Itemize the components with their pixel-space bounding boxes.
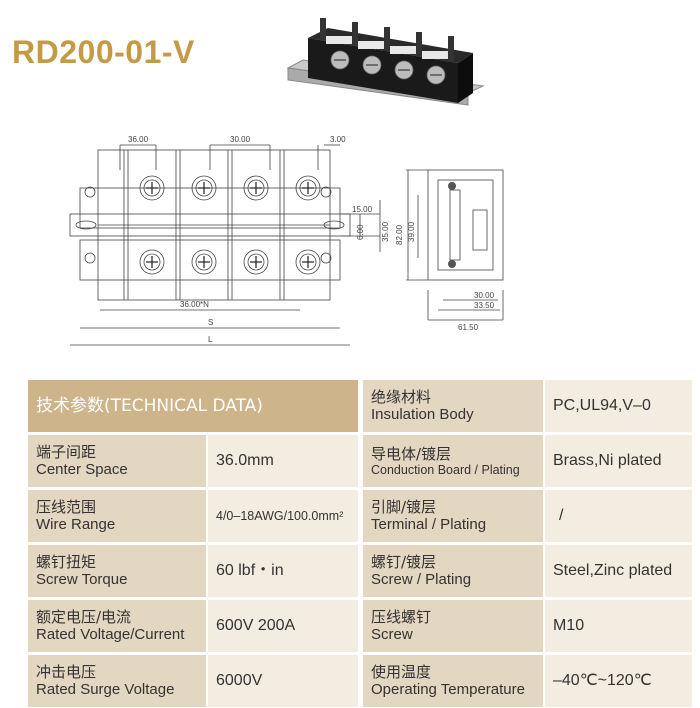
row-screw-value: M10 (545, 600, 692, 652)
value-text: / (559, 507, 564, 525)
dim-6: 6.00 (356, 224, 365, 240)
dim-s: S (208, 318, 213, 327)
front-view-drawing: 36.00 30.00 3.00 15.00 6.00 35.00 36.00*… (69, 135, 390, 346)
label-en: Conduction Board / Plating (371, 462, 520, 477)
label-en: Rated Voltage/Current (36, 626, 185, 643)
dim-36-top: 36.00 (128, 135, 149, 144)
label-cn: 冲击电压 (36, 663, 97, 681)
dim-l: L (208, 335, 213, 344)
label-cn: 压线螺钉 (371, 608, 432, 626)
row-center-space-label: 端子间距 Center Space (28, 435, 206, 487)
label-cn: 端子间距 (36, 443, 97, 461)
row-screw-plating-value: Steel,Zinc plated (545, 545, 692, 597)
label-en: Screw / Plating (371, 571, 472, 588)
value-text: 600V 200A (216, 617, 296, 635)
value-text: –40℃~120℃ (553, 672, 652, 690)
row-screw-torque-label: 螺钉扭矩 Screw Torque (28, 545, 206, 597)
row-surge-voltage-label: 冲击电压 Rated Surge Voltage (28, 655, 206, 707)
side-dim-61: 61.50 (458, 323, 479, 332)
product-title: RD200-01-V (12, 34, 195, 70)
label-en: Rated Surge Voltage (36, 681, 175, 698)
dim-15: 15.00 (352, 205, 373, 214)
label-cn: 使用温度 (371, 663, 432, 681)
value-text: 60 lbf・in (216, 562, 284, 580)
row-conduction-label: 导电体/镀层 Conduction Board / Plating (363, 435, 543, 487)
label-en: Center Space (36, 461, 128, 478)
label-en: Screw Torque (36, 571, 128, 588)
table-header: 技术参数(TECHNICAL DATA) (28, 380, 358, 432)
row-screw-label: 压线螺钉 Screw (363, 600, 543, 652)
row-surge-voltage-value: 6000V (208, 655, 358, 707)
dim-30-top: 30.00 (230, 135, 251, 144)
value-text: 36.0mm (216, 452, 274, 470)
label-cn: 螺钉/镀层 (371, 553, 437, 571)
label-cn: 绝缘材料 (371, 388, 432, 406)
label-cn: 导电体/镀层 (371, 444, 452, 463)
label-cn: 额定电压/电流 (36, 608, 132, 626)
label-cn: 压线范围 (36, 498, 97, 516)
value-text: 6000V (216, 672, 263, 690)
row-wire-range-value: 4/0–18AWG/100.0mm² (208, 490, 358, 542)
product-photo (286, 18, 485, 106)
dim-36n: 36.00*N (180, 300, 209, 309)
label-en: Screw (371, 626, 413, 643)
value-text: Brass,Ni plated (553, 452, 662, 470)
label-en: Wire Range (36, 516, 116, 533)
value-text: PC,UL94,V–0 (553, 397, 651, 415)
label-cn: 螺钉扭矩 (36, 553, 97, 571)
row-insulation-value: PC,UL94,V–0 (545, 380, 692, 432)
row-rated-voltage-value: 600V 200A (208, 600, 358, 652)
side-dim-39: 39.00 (407, 221, 416, 242)
row-screw-torque-value: 60 lbf・in (208, 545, 358, 597)
dim-35: 35.00 (381, 221, 390, 242)
label-cn: 引脚/镀层 (371, 498, 437, 516)
value-text: M10 (553, 617, 585, 635)
value-text: 4/0–18AWG/100.0mm² (216, 508, 344, 523)
table-header-text: 技术参数(TECHNICAL DATA) (36, 395, 263, 416)
dim-3-top: 3.00 (330, 135, 346, 144)
row-rated-voltage-label: 额定电压/电流 Rated Voltage/Current (28, 600, 206, 652)
label-en: Terminal / Plating (371, 516, 487, 533)
row-temperature-value: –40℃~120℃ (545, 655, 692, 707)
row-screw-plating-label: 螺钉/镀层 Screw / Plating (363, 545, 543, 597)
label-en: Operating Temperature (371, 681, 525, 698)
row-terminal-label: 引脚/镀层 Terminal / Plating (363, 490, 543, 542)
row-center-space-value: 36.0mm (208, 435, 358, 487)
side-dim-82: 82.00 (395, 224, 404, 245)
side-view-drawing: 82.00 39.00 30.00 33.50 61.50 (395, 169, 504, 332)
row-terminal-value: / (545, 490, 692, 542)
row-wire-range-label: 压线范围 Wire Range (28, 490, 206, 542)
label-en: Insulation Body (371, 406, 474, 423)
side-dim-33: 33.50 (474, 301, 495, 310)
row-conduction-value: Brass,Ni plated (545, 435, 692, 487)
row-temperature-label: 使用温度 Operating Temperature (363, 655, 543, 707)
technical-data-table: 技术参数(TECHNICAL DATA) 端子间距 Center Space 3… (28, 380, 692, 708)
value-text: Steel,Zinc plated (553, 562, 673, 580)
row-insulation-label: 绝缘材料 Insulation Body (363, 380, 543, 432)
side-dim-30: 30.00 (474, 291, 495, 300)
